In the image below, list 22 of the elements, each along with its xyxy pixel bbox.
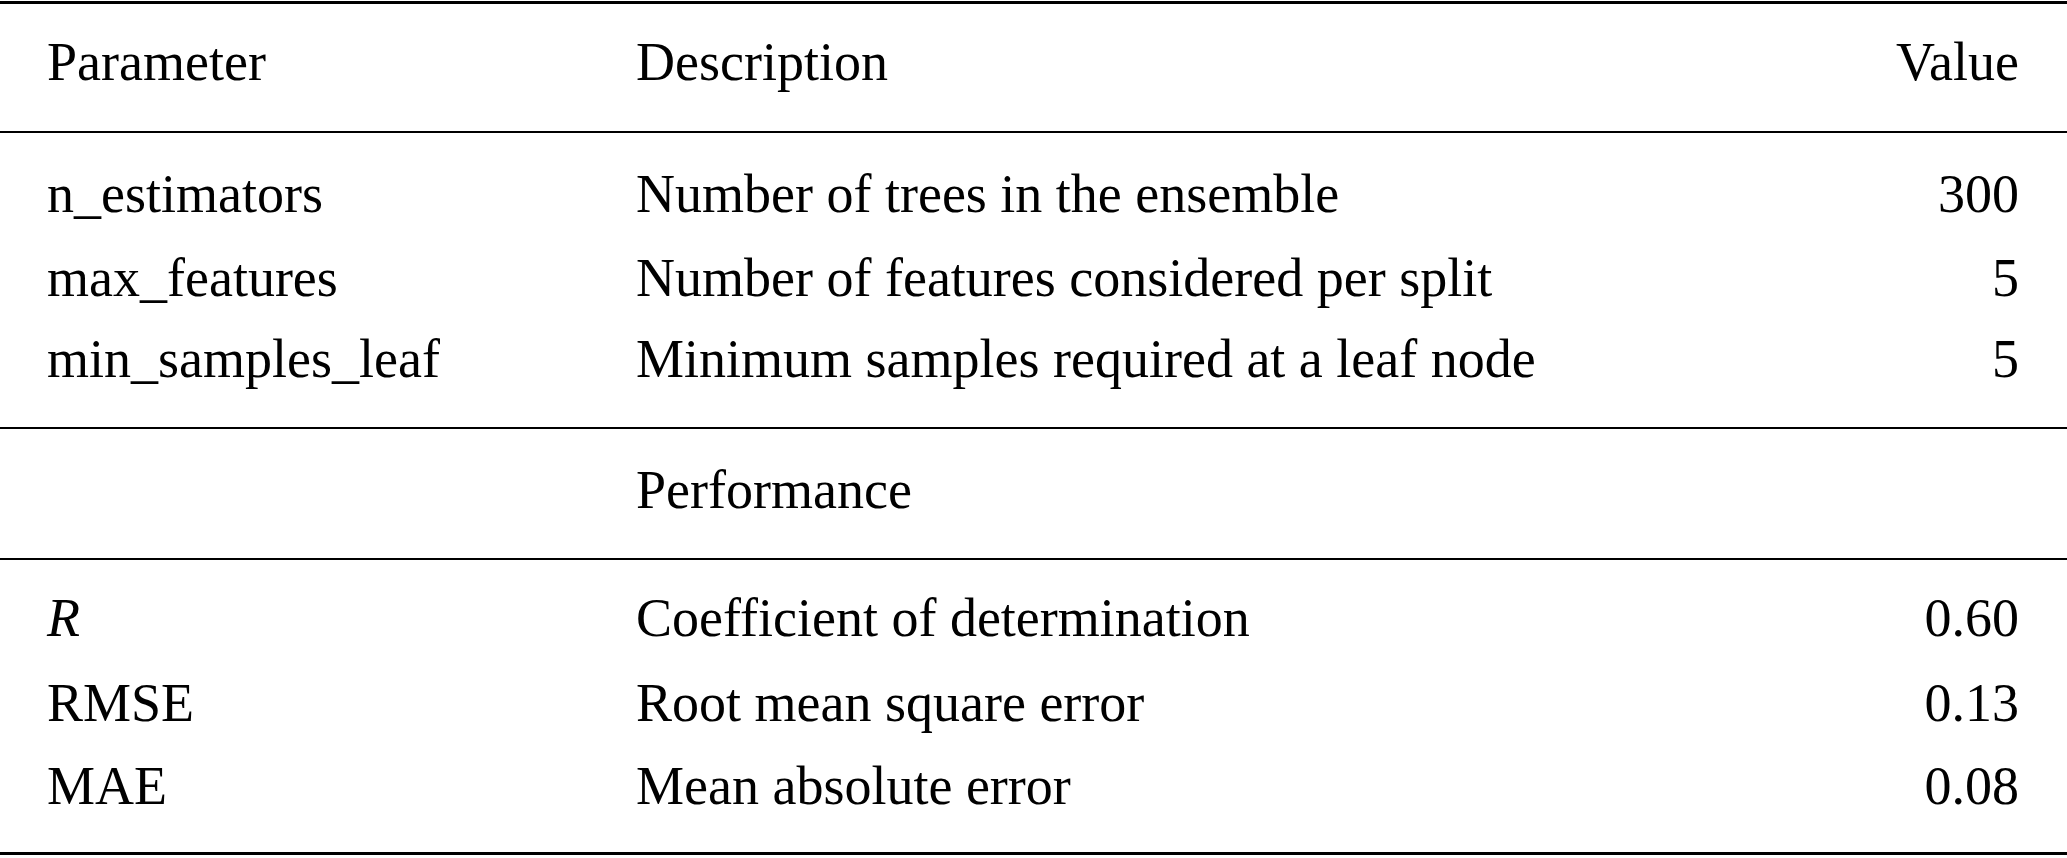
table-cell-text: 5 xyxy=(1992,247,2019,310)
table-cell-text: 5 xyxy=(1992,328,2019,391)
table-cell-text: 300 xyxy=(1938,163,2019,226)
table-cell-text: R xyxy=(47,587,80,650)
table-cell-text: max_features xyxy=(47,247,338,310)
table-cell-text: Minimum samples required at a leaf node xyxy=(636,328,1536,391)
table-cell-text: Description xyxy=(636,31,888,94)
table-cell-text: Number of features considered per split xyxy=(636,247,1493,310)
table-cell-text: min_samples_leaf xyxy=(47,328,440,391)
table-cell-text: Root mean square error xyxy=(636,672,1145,735)
table-cell-text: MAE xyxy=(47,755,167,818)
table-cell-text: 0.13 xyxy=(1924,672,2019,735)
table-cell-text: Performance xyxy=(636,459,912,522)
table-cell-text: Parameter xyxy=(47,31,266,94)
table-cell-text: Number of trees in the ensemble xyxy=(636,163,1340,226)
table-cell-text: n_estimators xyxy=(47,163,323,226)
table-cell-text: 0.60 xyxy=(1924,587,2019,650)
table-cell-text: Mean absolute error xyxy=(636,755,1071,818)
table-cell-text: Coefficient of determination xyxy=(636,587,1250,650)
table-cell-text: RMSE xyxy=(47,672,195,735)
table-cell-text: 0.08 xyxy=(1924,755,2019,818)
table-cell-text: Value xyxy=(1896,31,2019,94)
